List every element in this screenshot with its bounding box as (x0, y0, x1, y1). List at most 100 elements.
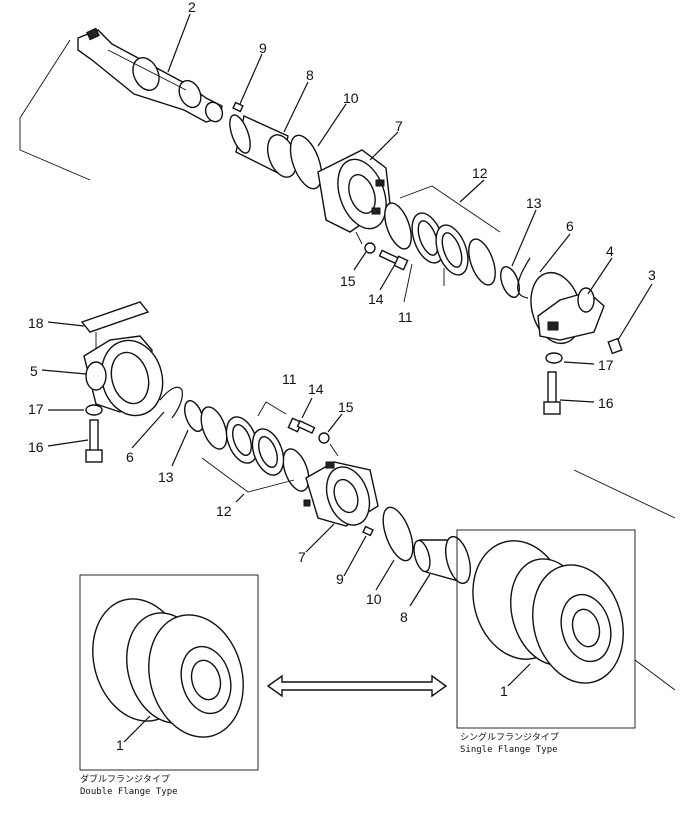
double-flange-box (79, 574, 259, 771)
leader-line (47, 439, 89, 447)
leader-line (379, 265, 395, 291)
captions: ダブルフランジタイプ Double Flange Type シングルフランジタイ… (80, 731, 559, 797)
axis-line (634, 659, 676, 691)
leader-line (559, 399, 595, 403)
callout-5: 5 (30, 363, 38, 379)
collar-part (530, 271, 605, 345)
o-ring-part (200, 406, 228, 450)
leader-line (353, 251, 367, 271)
bolt-part (543, 371, 561, 415)
single-flange-caption-jp: シングルフランジタイプ (460, 731, 559, 743)
leader-line (343, 535, 367, 577)
leader-line (317, 103, 347, 147)
callout-17: 17 (28, 401, 44, 417)
double-flange-caption-en: Double Flange Type (80, 787, 178, 797)
shaft-part (77, 27, 224, 123)
bracket-line (201, 457, 295, 493)
leader-line (305, 523, 335, 553)
o-ring-part (468, 238, 496, 286)
callout-9: 9 (259, 40, 267, 56)
callout-9: 9 (336, 571, 344, 587)
leader-line (355, 231, 363, 245)
callout-8: 8 (306, 67, 314, 83)
callout-14: 14 (368, 291, 384, 307)
callout-15: 15 (340, 273, 356, 289)
bolt-part (378, 249, 409, 271)
bushing-part (413, 535, 472, 585)
single-flange-caption-en: Single Flange Type (460, 745, 558, 755)
leader-line (301, 397, 313, 419)
interchange-arrow (266, 674, 448, 698)
snap-ring-part (159, 386, 183, 419)
bolt-part (287, 417, 316, 435)
seal-housing-part (317, 149, 391, 233)
callout-6: 6 (126, 449, 134, 465)
plate-part (80, 301, 150, 333)
callout-11: 11 (398, 309, 413, 325)
pin-part (232, 101, 244, 113)
o-ring-part (289, 134, 323, 190)
bracket-line (403, 263, 445, 303)
callout-8: 8 (400, 609, 408, 625)
callout-7: 7 (395, 118, 403, 134)
leader-line (617, 283, 653, 341)
callout-2: 2 (188, 0, 196, 15)
callout-10: 10 (343, 90, 359, 106)
axis-line (573, 469, 676, 519)
callout-16: 16 (28, 439, 44, 455)
leader-line (375, 559, 395, 591)
snap-ring-part (517, 257, 531, 299)
washer-part (85, 404, 103, 416)
callout-15: 15 (338, 399, 354, 415)
callout-11: 11 (282, 371, 297, 387)
o-ring-part (384, 202, 412, 250)
double-flange-roller (92, 598, 244, 738)
leader-line (329, 443, 339, 457)
upper-assembly (19, 13, 653, 415)
variant-frame (79, 574, 259, 771)
leader-line (539, 233, 571, 273)
callout-14: 14 (308, 381, 324, 397)
floating-seal-part (411, 212, 469, 276)
bracket-line (257, 401, 287, 417)
o-ring-part (500, 266, 520, 298)
leader-line (327, 413, 343, 433)
lower-assembly (41, 301, 472, 607)
double-flange-caption-jp: ダブルフランジタイプ (80, 773, 170, 785)
callout-16: 16 (598, 395, 614, 411)
washer-part (318, 432, 330, 444)
leader-line (369, 131, 399, 161)
single-flange-box (456, 469, 676, 729)
bracket-line (399, 185, 501, 233)
leader-line (131, 411, 165, 449)
leader-line (235, 493, 245, 503)
o-ring-part (282, 448, 310, 492)
callouts: 2 9 8 10 7 12 13 6 4 3 15 14 11 17 16 18… (28, 0, 656, 753)
callout-1: 1 (500, 683, 508, 699)
callout-10: 10 (366, 591, 382, 607)
seal-housing-part (303, 461, 379, 527)
callout-17: 17 (598, 357, 614, 373)
callout-7: 7 (298, 549, 306, 565)
single-flange-roller (472, 540, 624, 684)
callout-18: 18 (28, 315, 44, 331)
washer-part (364, 242, 376, 254)
leader-line (507, 663, 531, 687)
leader-line (409, 573, 431, 607)
callout-12: 12 (472, 165, 488, 181)
leader-line (563, 361, 595, 365)
axis-line (19, 39, 71, 119)
callout-3: 3 (648, 267, 656, 283)
axis-line (19, 149, 91, 181)
leader-line (41, 369, 87, 375)
bolt-part (607, 337, 623, 355)
callout-12: 12 (216, 503, 232, 519)
floating-seal-part (225, 416, 285, 476)
washer-part (545, 352, 563, 364)
o-ring-part (382, 506, 414, 562)
leader-line (167, 13, 191, 73)
variant-frame (456, 529, 636, 729)
callout-13: 13 (526, 195, 542, 211)
leader-line (587, 257, 613, 295)
